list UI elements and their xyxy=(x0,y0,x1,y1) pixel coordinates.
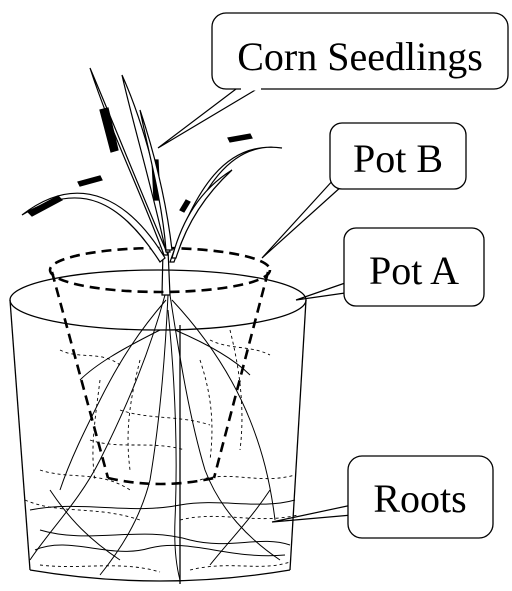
root-hair-12 xyxy=(190,562,290,570)
callout-pot-a: Pot A xyxy=(296,228,484,306)
root-base-2 xyxy=(40,530,290,545)
callout-roots-label: Roots xyxy=(373,476,466,521)
root-hair-1 xyxy=(93,380,100,480)
root-base-1 xyxy=(30,500,295,510)
root-main-6 xyxy=(168,310,180,580)
root-main-8 xyxy=(175,330,250,375)
callout-pot-b-pointer xyxy=(262,178,342,258)
root-hair-9 xyxy=(25,500,140,520)
root-hair-13 xyxy=(60,350,120,365)
root-base-4 xyxy=(50,490,120,560)
root-main-2 xyxy=(100,295,168,575)
root-main-1 xyxy=(30,295,165,560)
pot-b-base xyxy=(108,478,214,484)
seedling-leaf-6 xyxy=(172,170,232,258)
root-base-3 xyxy=(35,545,285,556)
root-hair-14 xyxy=(210,340,270,355)
pot-a-right-wall xyxy=(290,300,306,570)
root-hair-10 xyxy=(180,515,298,520)
seedling-leaf-4-mark-2 xyxy=(78,176,102,186)
callout-roots: Roots xyxy=(272,456,493,538)
pot-a-left-wall xyxy=(10,300,30,570)
root-hair-6 xyxy=(90,440,185,450)
root-hair-2 xyxy=(128,360,140,470)
callout-roots-pointer xyxy=(272,505,352,522)
callout-pot-b-label: Pot B xyxy=(353,136,443,181)
root-hairs xyxy=(25,330,298,572)
root-hair-11 xyxy=(40,565,160,572)
pot-b xyxy=(50,248,270,484)
seedling-leaf-5-mark-2 xyxy=(180,200,190,212)
root-main-7 xyxy=(80,330,160,380)
root-hair-3 xyxy=(200,360,212,460)
pot-b-left-wall xyxy=(52,272,108,478)
seedling-leaf-4-mark xyxy=(28,196,62,216)
callout-pot-a-label: Pot A xyxy=(369,248,459,293)
callout-corn-seedlings-label: Corn Seedlings xyxy=(237,34,483,79)
root-main-5 xyxy=(172,300,275,520)
root-hair-5 xyxy=(120,410,210,425)
seedling-leaf-5-mark xyxy=(228,134,252,142)
